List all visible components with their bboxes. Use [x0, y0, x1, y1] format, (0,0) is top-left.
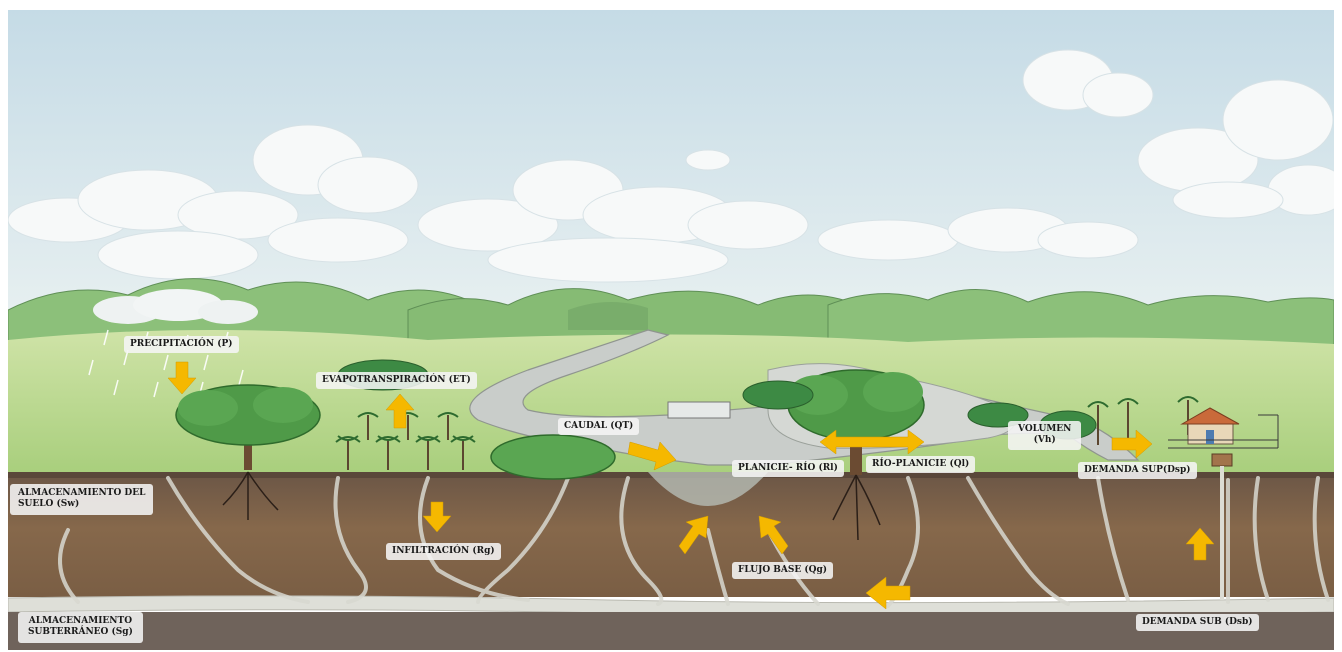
- cloud-right: [1022, 49, 1334, 219]
- label-volumen-line1: VOLUMEN: [1018, 424, 1072, 434]
- label-demanda-sub: DEMANDA SUB (Dsb): [1136, 614, 1259, 632]
- well-icon: [1211, 453, 1233, 600]
- label-almacenamiento-suelo: ALMACENAMIENTO DEL SUELO (Sw): [10, 484, 154, 515]
- label-evapotranspiracion: EVAPOTRANSPIRACIÓN (ET): [316, 372, 477, 390]
- label-almacenamiento-subterraneo-line1: ALMACENAMIENTO: [28, 616, 133, 626]
- tree-roots: [222, 471, 881, 541]
- riverbed-seepage: [648, 472, 768, 506]
- soil-veins: [58, 476, 1330, 608]
- label-planicie-rio: PLANICIE- RÍO (Rl): [732, 460, 844, 478]
- water-cycle-illustration: [8, 10, 1334, 650]
- label-caudal: CAUDAL (QT): [558, 418, 640, 436]
- arrow-up-icon: [678, 515, 709, 555]
- label-precipitacion: PRECIPITACIÓN (P): [124, 336, 239, 354]
- arrow-left-icon: [865, 576, 911, 610]
- arrow-down-icon: [422, 501, 452, 533]
- label-almacenamiento-subterraneo: ALMACENAMIENTO SUBTERRÁNEO (Sg): [18, 612, 143, 643]
- label-almacenamiento-suelo-line2: SUELO (Sw): [18, 499, 80, 510]
- cloud-mid-right: [817, 207, 1139, 261]
- label-almacenamiento-subterraneo-line2: SUBTERRÁNEO (Sg): [28, 627, 133, 638]
- cloud-center: [417, 149, 809, 283]
- flow-arrows: [167, 361, 1215, 610]
- shrub-icon: [490, 434, 616, 480]
- house-icon: [1168, 407, 1279, 449]
- label-volumen-line2: (Vh): [1033, 435, 1056, 446]
- arrow-double-icon: [819, 429, 925, 455]
- label-flujo-base: FLUJO BASE (Qg): [732, 562, 834, 580]
- label-rio-planicie: RÍO-PLANICIE (Ql): [866, 456, 976, 474]
- arrow-up-icon: [385, 393, 415, 429]
- pond: [667, 401, 731, 419]
- tree-icon-left: [175, 384, 321, 470]
- label-demanda-sup: DEMANDA SUP(Dsp): [1078, 462, 1197, 480]
- groundwater-channel: [8, 595, 1334, 616]
- clouds: [8, 49, 1334, 283]
- arrow-up-icon: [1185, 527, 1215, 561]
- label-infiltracion: INFILTRACIÓN (Rg): [386, 543, 501, 561]
- label-volumen: VOLUMEN (Vh): [1008, 421, 1082, 450]
- arrow-right-icon: [627, 441, 677, 471]
- cloud-left: [8, 124, 419, 280]
- palm-tree-icons: [335, 396, 1199, 470]
- arrow-right-icon: [1111, 429, 1153, 459]
- arrow-up-icon: [758, 515, 789, 555]
- label-almacenamiento-suelo-line1: ALMACENAMIENTO DEL: [18, 488, 146, 498]
- arrow-down-icon: [167, 361, 197, 395]
- tree-icon-center: [787, 369, 925, 475]
- bedrock-layer: [8, 612, 1334, 650]
